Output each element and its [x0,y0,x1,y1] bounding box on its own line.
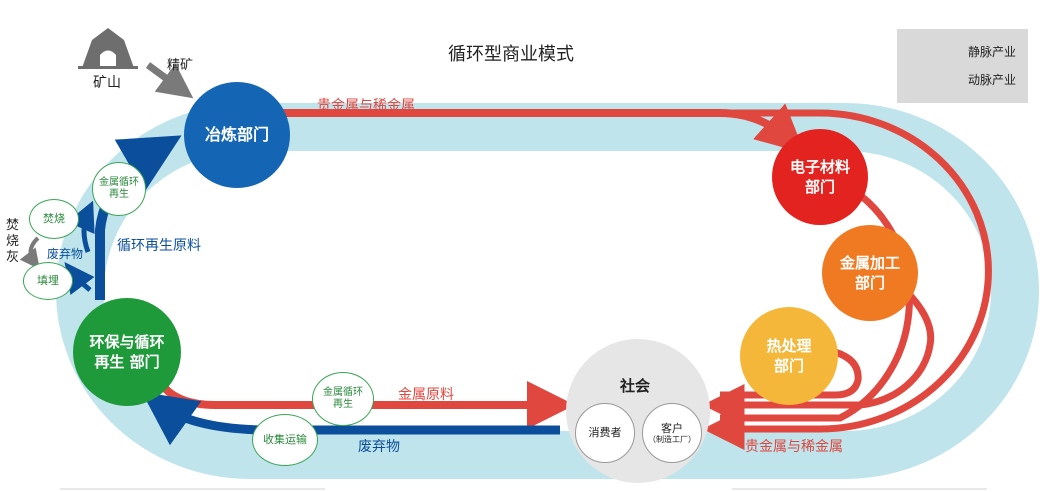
ash-char-1: 焚 [6,218,20,233]
heat-label-line1: 热处理 [766,336,812,355]
precious-metals-bottom-label: 贵金属与稀金属 [745,439,843,455]
electronics-label-line1: 电子材料 [789,157,850,176]
metal-material-label: 金属原料 [398,387,454,403]
metal-label-line2: 部门 [854,274,885,292]
waste-left-label: 废弃物 [47,247,84,261]
recycled-material-label: 循环再生原料 [117,238,201,254]
consumer-label: 消费者 [588,425,622,439]
heat-treatment-department-node: 热处理 部门 [740,307,838,405]
legend [897,29,1028,103]
flow-metal-return [702,287,935,426]
metal-processing-department-node: 金属加工 部门 [822,225,918,321]
diagram-title: 循环型商业模式 [448,44,574,65]
flow-waste-left-2 [64,262,95,296]
metal-recycle-top-line2: 再生 [109,189,129,200]
flow-outer-return-1 [702,109,992,450]
metal-recycle-bubble-bottom: 金属循环 再生 [312,372,374,426]
society-label: 社会 [620,377,651,395]
precious-metals-top-label: 贵金属与稀金属 [317,98,415,114]
waste-bottom-label: 废弃物 [358,439,400,455]
smelting-department-node: 冶炼部门 [184,82,290,188]
flow-ash [19,236,40,270]
env-label-line2: 再生 部门 [94,353,160,371]
legend-static-label: 静脉产业 [968,45,1017,59]
collection-transport-bubble: 收集运输 [252,414,318,466]
mine-label: 矿山 [93,75,121,91]
metal-label-line1: 金属加工 [839,253,900,272]
legend-dynamic-label: 动脉产业 [968,73,1017,87]
heat-label-line2: 部门 [773,357,804,375]
bottom-divider-right [732,488,987,490]
metal-recycle-bottom-line2: 再生 [333,399,353,410]
environment-recycling-department-node: 环保与循环 再生 部门 [73,298,181,406]
landfill-bubble: 填埋 [23,262,73,300]
electronics-department-node: 电子材料 部门 [772,129,868,225]
customer-node: 客户 （制造工厂） [642,403,702,463]
concentrate-label: 精矿 [167,58,194,73]
customer-label-line2: （制造工厂） [648,434,696,444]
flow-concentrate [145,62,194,99]
metal-recycle-top-line1: 金属循环 [99,176,139,188]
metal-recycle-bubble-top: 金属循环 再生 [92,162,146,216]
incineration-ash-label: 焚 烧 灰 [6,218,19,266]
incineration-label: 焚烧 [43,212,65,226]
flow-heat-return [720,348,862,399]
ash-char-3: 灰 [6,250,20,265]
electronics-label-line2: 部门 [804,178,835,196]
env-label-line1: 环保与循环 [89,332,165,351]
flow-waste-left [67,200,95,253]
metal-recycle-bottom-line1: 金属循环 [323,386,363,398]
smelting-label: 冶炼部门 [204,125,269,145]
landfill-label: 填埋 [37,274,59,288]
consumer-node: 消费者 [575,403,635,463]
bottom-divider-left [60,488,325,490]
collection-label: 收集运输 [263,433,307,447]
customer-label-line1: 客户 [661,421,683,435]
mine-icon [78,28,138,69]
ash-char-2: 烧 [6,234,20,249]
incineration-bubble: 焚烧 [29,199,79,239]
